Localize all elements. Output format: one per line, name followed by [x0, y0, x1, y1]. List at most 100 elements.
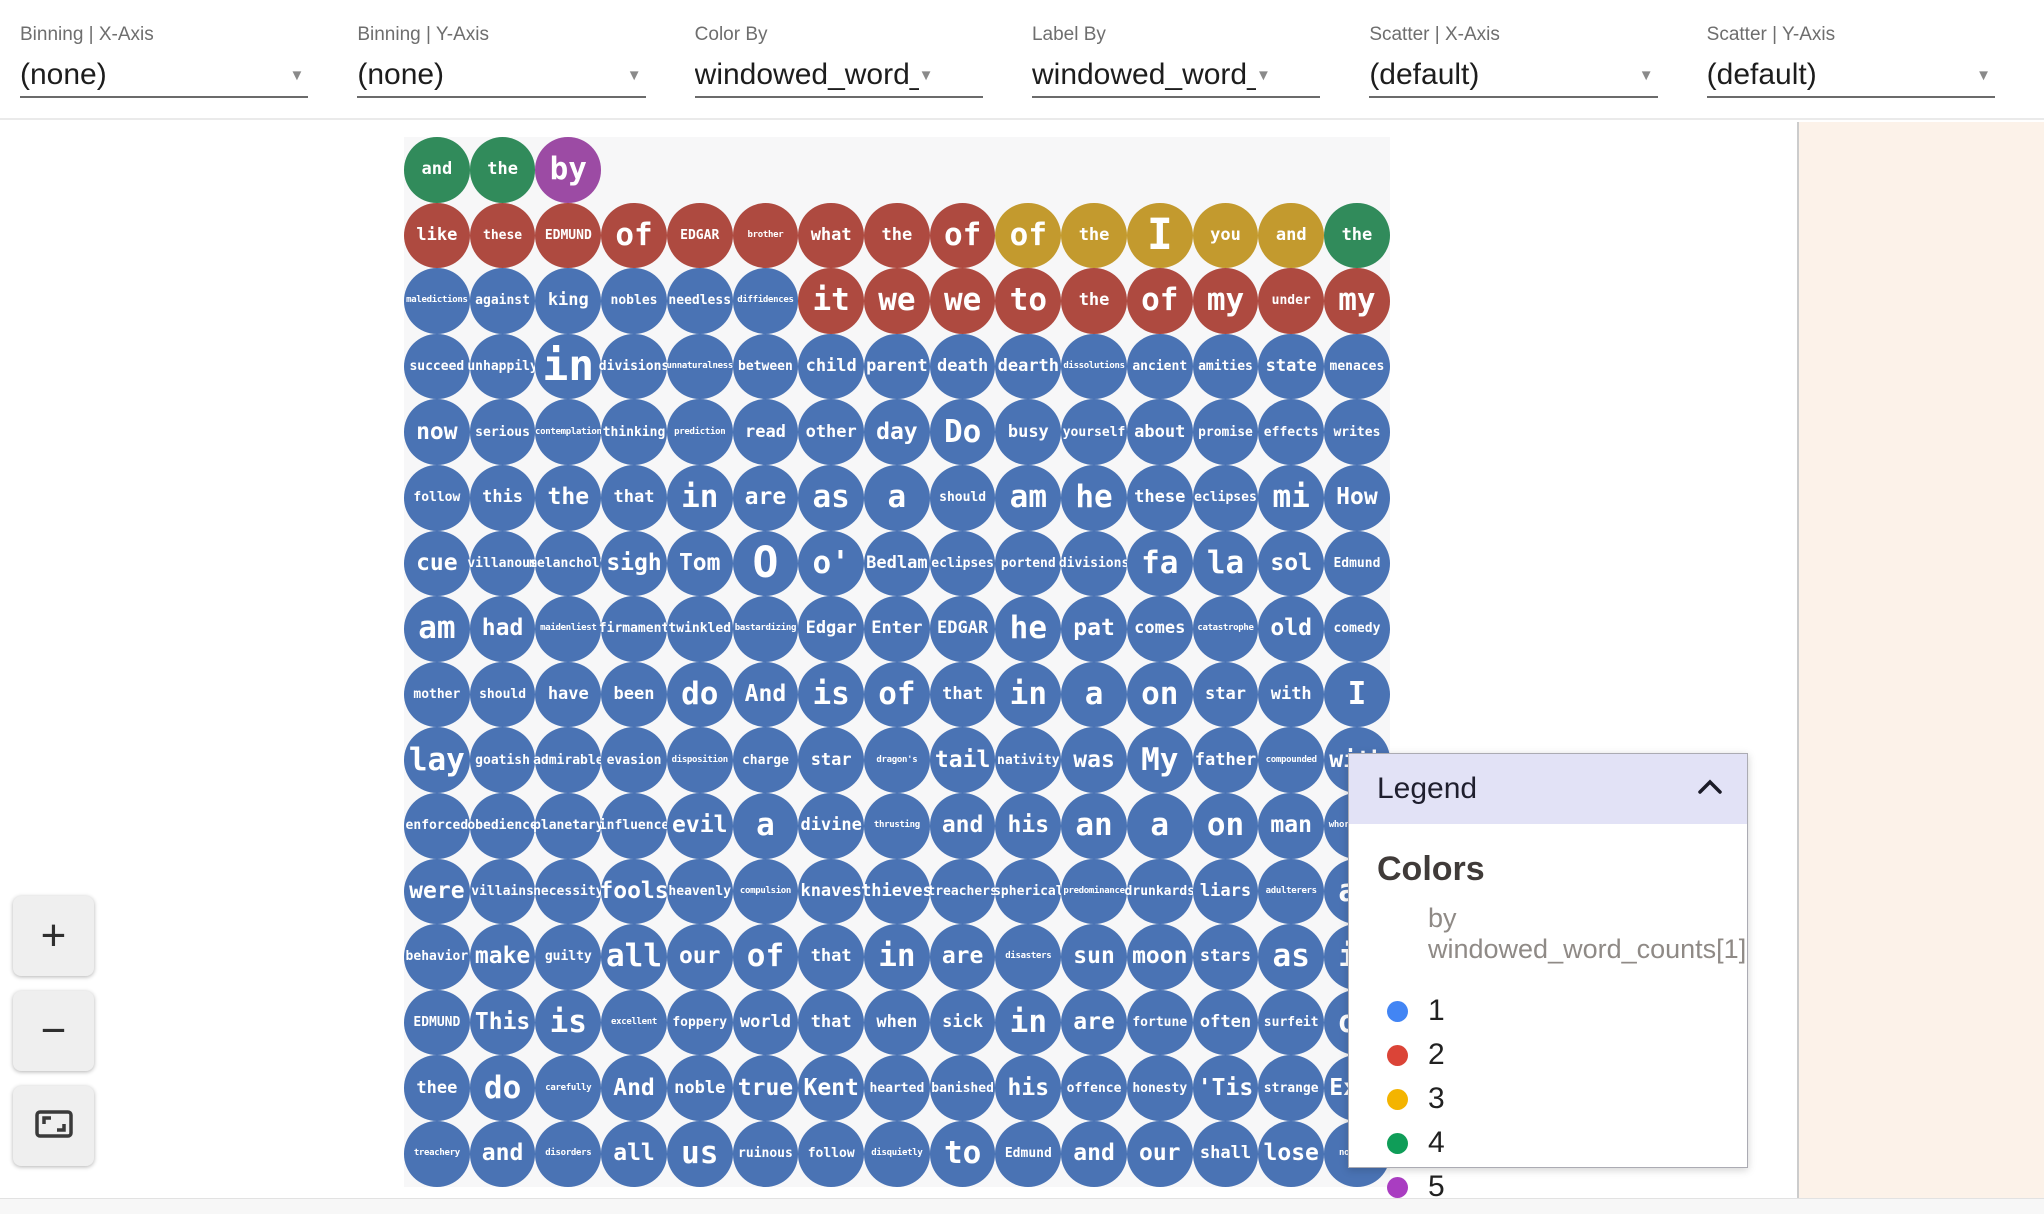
word-bubble[interactable]: firmament — [599, 596, 669, 662]
word-bubble[interactable]: star — [798, 727, 865, 793]
word-bubble[interactable]: mi — [1258, 464, 1325, 531]
word-bubble[interactable]: thee — [404, 1055, 470, 1121]
word-bubble[interactable]: carefully — [535, 1055, 602, 1121]
word-bubble[interactable]: moon — [1126, 924, 1193, 990]
word-bubble[interactable]: in — [995, 661, 1062, 728]
word-bubble[interactable]: Edgar — [798, 596, 865, 662]
word-bubble[interactable]: and — [1061, 1120, 1127, 1187]
word-bubble[interactable]: us — [666, 1120, 733, 1187]
word-bubble[interactable]: that — [798, 989, 865, 1056]
word-bubble[interactable]: Bedlam — [864, 530, 930, 597]
word-bubble[interactable]: make — [469, 924, 536, 990]
zoom-in-button[interactable]: + — [13, 896, 94, 976]
word-bubble[interactable]: And — [732, 661, 799, 728]
word-bubble[interactable]: disposition — [666, 727, 733, 793]
word-bubble[interactable]: surfeit — [1258, 989, 1325, 1056]
word-bubble[interactable]: hearted — [864, 1055, 930, 1121]
word-bubble[interactable]: are — [732, 464, 799, 531]
word-bubble[interactable]: our — [666, 924, 733, 990]
word-bubble[interactable]: like — [404, 202, 470, 269]
word-bubble[interactable]: have — [535, 661, 602, 728]
word-bubble[interactable]: Do — [929, 399, 996, 465]
word-bubble[interactable]: tail — [929, 727, 996, 793]
word-bubble[interactable]: promise — [1192, 399, 1259, 465]
word-bubble[interactable]: Enter — [864, 596, 930, 662]
word-bubble[interactable]: that — [798, 924, 865, 990]
word-bubble[interactable]: with — [1258, 661, 1325, 728]
word-bubble[interactable]: an — [1061, 792, 1127, 859]
word-bubble[interactable]: disorders — [535, 1120, 602, 1187]
word-bubble[interactable]: thrusting — [864, 792, 930, 859]
word-bubble[interactable]: man — [1258, 792, 1325, 859]
word-bubble[interactable]: do — [666, 661, 733, 728]
word-bubble[interactable]: strange — [1258, 1055, 1325, 1121]
word-bubble[interactable]: a — [1061, 661, 1127, 728]
word-bubble[interactable]: we — [864, 268, 930, 334]
word-bubble[interactable]: follow — [798, 1120, 865, 1187]
word-bubble[interactable]: thinking — [601, 399, 667, 465]
word-bubble[interactable]: are — [1061, 989, 1127, 1056]
dropdown-color-by[interactable]: Color By windowed_word_counts[1] ▼ — [694, 0, 983, 118]
word-bubble[interactable]: Tom — [666, 530, 733, 597]
word-bubble[interactable]: is — [535, 989, 602, 1056]
word-bubble[interactable]: you — [1192, 202, 1259, 269]
word-bubble[interactable]: father — [1192, 727, 1259, 793]
word-bubble[interactable]: excellent — [601, 989, 667, 1056]
word-bubble[interactable]: of — [929, 202, 996, 269]
word-bubble[interactable]: effects — [1258, 399, 1325, 465]
word-bubble[interactable]: of — [995, 202, 1062, 269]
word-bubble[interactable]: succeed — [404, 333, 470, 400]
word-bubble[interactable]: was — [1061, 727, 1127, 793]
word-bubble[interactable]: sigh — [601, 530, 667, 597]
word-bubble[interactable]: a — [732, 792, 799, 859]
word-bubble[interactable]: fortune — [1126, 989, 1193, 1056]
word-bubble[interactable]: day — [864, 399, 930, 465]
word-bubble[interactable]: charge — [732, 727, 799, 793]
word-bubble[interactable]: world — [732, 989, 799, 1056]
word-bubble[interactable]: lose — [1258, 1120, 1325, 1187]
word-bubble[interactable]: bastardizing — [732, 596, 799, 662]
word-bubble[interactable]: state — [1258, 333, 1325, 400]
word-bubble[interactable]: yourself — [1061, 399, 1127, 465]
word-bubble[interactable]: ruinous — [732, 1120, 799, 1187]
word-bubble[interactable]: often — [1192, 989, 1259, 1056]
word-bubble[interactable]: what — [798, 202, 865, 269]
word-bubble[interactable]: divine — [798, 792, 865, 859]
word-bubble[interactable]: should — [929, 464, 996, 531]
word-bubble[interactable]: am — [404, 596, 470, 662]
word-bubble[interactable]: honesty — [1126, 1055, 1193, 1121]
word-bubble[interactable]: the — [535, 464, 602, 531]
word-bubble[interactable]: serious — [469, 399, 536, 465]
word-bubble[interactable]: noble — [666, 1055, 733, 1121]
word-bubble[interactable]: sol — [1258, 530, 1325, 597]
word-bubble[interactable]: the — [864, 202, 930, 269]
word-bubble[interactable]: compulsion — [732, 858, 799, 925]
word-bubble[interactable]: Edmund — [995, 1120, 1062, 1187]
word-bubble[interactable]: should — [469, 661, 536, 728]
word-bubble[interactable]: the — [1061, 268, 1127, 334]
word-bubble[interactable]: are — [929, 924, 996, 990]
word-bubble[interactable]: unnaturalness — [666, 333, 733, 400]
word-bubble[interactable]: busy — [995, 399, 1062, 465]
word-bubble[interactable]: of — [601, 202, 667, 269]
legend-header[interactable]: Legend — [1349, 754, 1747, 824]
word-bubble[interactable]: Kent — [798, 1055, 865, 1121]
word-bubble[interactable]: adulterers — [1258, 858, 1325, 925]
word-bubble[interactable]: obedience — [467, 792, 538, 859]
word-bubble[interactable]: guilty — [535, 924, 602, 990]
word-bubble[interactable]: our — [1126, 1120, 1193, 1187]
word-bubble[interactable]: menaces — [1324, 333, 1390, 400]
word-bubble[interactable]: divisions — [1059, 530, 1129, 597]
word-bubble[interactable]: heavenly — [666, 858, 733, 925]
word-bubble[interactable]: had — [469, 596, 536, 662]
word-bubble[interactable]: O — [732, 530, 799, 597]
word-bubble[interactable]: the — [1061, 202, 1127, 269]
word-bubble[interactable]: follow — [404, 464, 470, 531]
word-bubble[interactable]: that — [601, 464, 667, 531]
word-bubble[interactable]: death — [929, 333, 996, 400]
word-bubble[interactable]: diffidences — [732, 268, 799, 334]
word-bubble[interactable]: EDGAR — [666, 202, 733, 269]
word-bubble[interactable]: under — [1258, 268, 1325, 334]
word-bubble[interactable]: behavior — [404, 924, 470, 990]
word-bubble[interactable]: of — [1126, 268, 1193, 334]
